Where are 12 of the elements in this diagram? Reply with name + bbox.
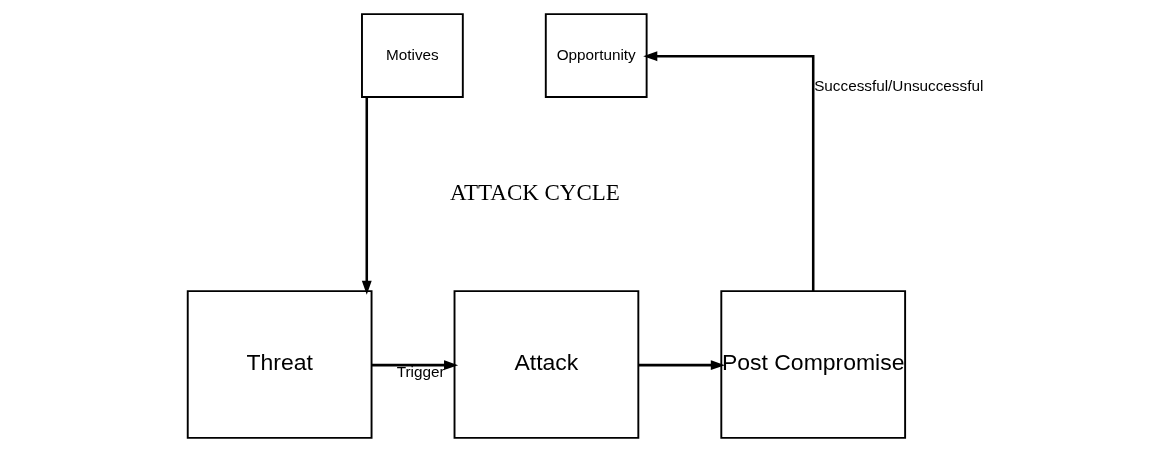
arrow — [642, 50, 814, 291]
edge-label: Trigger — [396, 362, 445, 380]
arrow — [361, 96, 372, 295]
arrow — [371, 359, 458, 370]
edge-label: Successful/Unsuccessful — [813, 76, 983, 94]
node-box: Post Compromise — [719, 289, 906, 439]
node-box: Attack — [453, 289, 639, 439]
arrow — [638, 359, 725, 370]
node-box: Opportunity — [544, 12, 648, 98]
node-box: Motives — [360, 12, 464, 98]
node-box: Threat — [186, 289, 372, 439]
label: ATTACK CYCLE — [449, 179, 620, 205]
